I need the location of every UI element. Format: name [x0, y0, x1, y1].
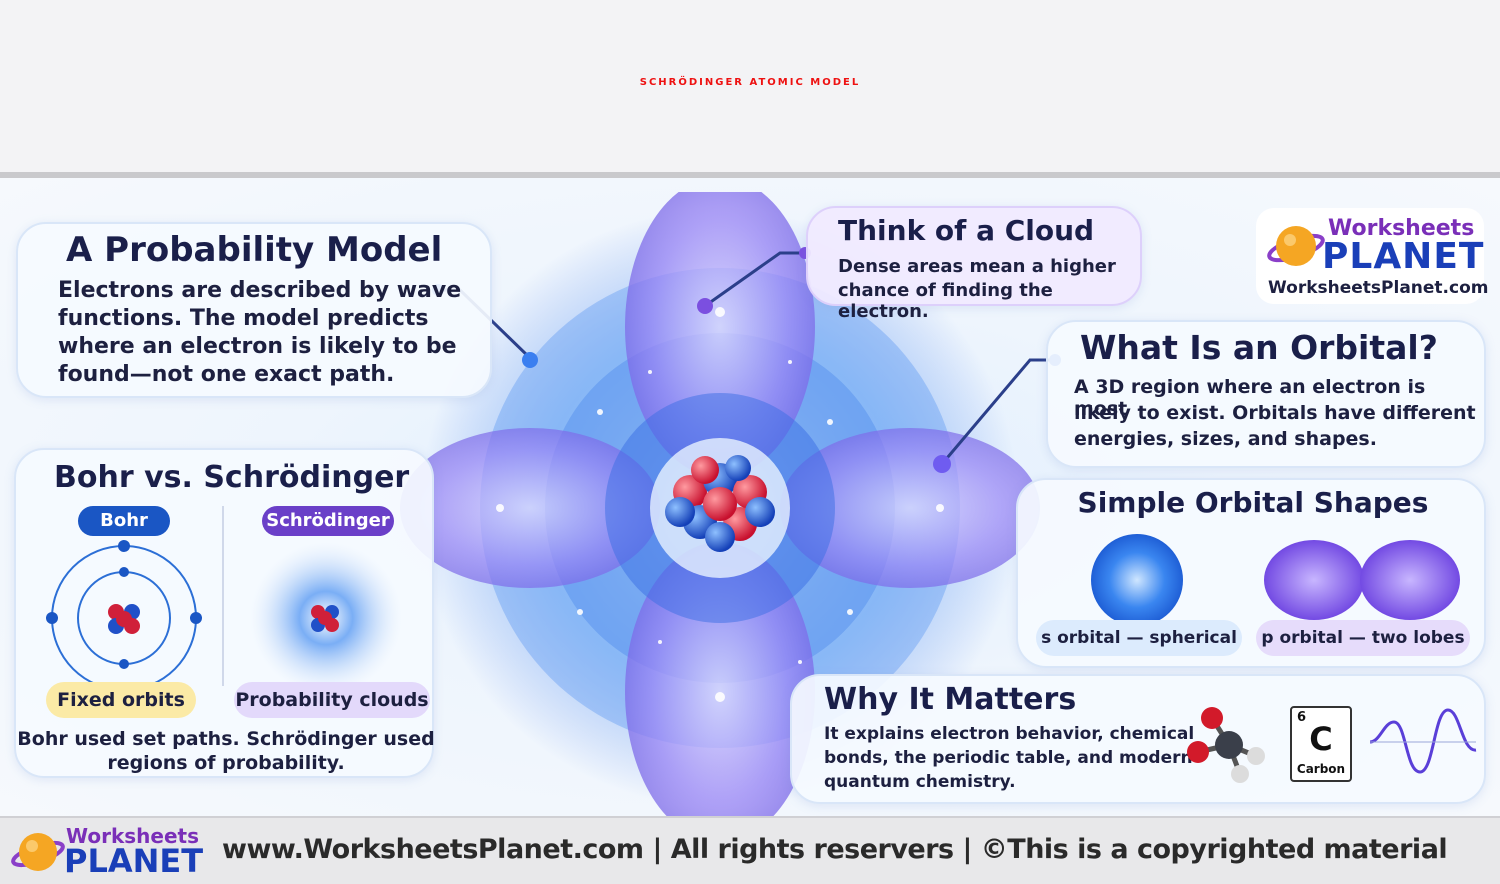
carbon-atomic-number: 6 [1297, 710, 1307, 725]
why-matters-title: Why It Matters [824, 682, 1077, 717]
nucleus-icon [665, 455, 775, 552]
orbital-line-3: energies, sizes, and shapes. [1074, 428, 1377, 450]
bohr-vs-card: Bohr vs. Schrödinger Bohr Schrödinger [14, 448, 435, 778]
footer: Worksheets PLANET www.WorksheetsPlanet.c… [0, 816, 1500, 884]
probability-model-title: A Probability Model [66, 230, 443, 270]
bohr-orbit-icon [46, 540, 202, 696]
atom-illustration [400, 192, 1040, 816]
brand-word-1: Worksheets [1328, 216, 1475, 241]
s-orbital-label: s orbital — spherical [1036, 620, 1242, 656]
footer-logo: Worksheets PLANET [10, 822, 210, 882]
orbital-line-1: A 3D region where an electron is most [1074, 376, 1426, 420]
bohr-label: Bohr [78, 506, 170, 536]
planet-icon [1267, 226, 1325, 266]
title-bar: SCHRÖDINGER ATOMIC MODEL [0, 0, 1500, 172]
cloud-card: Think of a Cloud Dense areas mean a high… [806, 206, 1142, 322]
probability-model-line-2: functions. The model predicts [58, 306, 429, 331]
why-matters-card: Why It Matters It explains electron beha… [790, 674, 1486, 804]
carbon-element-tile: 6 C Carbon [1290, 706, 1352, 782]
orbital-shapes-title: Simple Orbital Shapes [1077, 486, 1429, 519]
p-orbital-label: p orbital — two lobes [1256, 620, 1470, 656]
brand-url: WorksheetsPlanet.com [1268, 278, 1489, 298]
orbital-shapes-card: Simple Orbital Shapes s orbital — sp [1016, 478, 1486, 668]
probability-clouds-label: Probability clouds [234, 682, 430, 718]
carbon-name: Carbon [1296, 762, 1346, 776]
footer-planet-icon [11, 833, 65, 871]
orbital-line-2: likely to exist. Orbitals have different [1074, 402, 1476, 424]
probability-model-line-4: found—not one exact path. [58, 362, 395, 387]
footer-brand-word-2: PLANET [64, 842, 204, 880]
probability-model-card: A Probability Model Electrons are descri… [16, 222, 492, 398]
brand-logo: Worksheets PLANET WorksheetsPlanet.com [1256, 208, 1489, 304]
bohr-vs-title: Bohr vs. Schrödinger [54, 460, 410, 495]
why-matters-line-2: bonds, the periodic table, and modern [824, 748, 1193, 768]
why-matters-line-1: It explains electron behavior, chemical [824, 724, 1195, 744]
probability-model-line-3: where an electron is likely to be [58, 334, 457, 359]
brand-word-2: PLANET [1322, 236, 1485, 277]
schrodinger-label: Schrödinger [262, 506, 394, 536]
molecule-icon [1187, 707, 1265, 783]
wave-icon [1369, 708, 1477, 774]
page-title: SCHRÖDINGER ATOMIC MODEL [639, 77, 861, 88]
bohr-divider [222, 506, 224, 686]
probability-model-line-1: Electrons are described by wave [58, 278, 462, 303]
bohr-caption-line-2: regions of probability. [107, 752, 345, 774]
why-matters-line-3: quantum chemistry. [824, 772, 1016, 792]
fixed-orbits-label: Fixed orbits [46, 682, 196, 718]
footer-copyright: www.WorksheetsPlanet.com | All rights re… [222, 834, 1448, 865]
cloud-line-1: Dense areas mean a higher [838, 256, 1116, 277]
footer-brand-word-1: Worksheets [66, 824, 199, 848]
orbital-card: What Is an Orbital? A 3D region where an… [1046, 320, 1486, 468]
s-orbital-icon [1091, 534, 1183, 626]
orbital-title: What Is an Orbital? [1080, 328, 1438, 367]
infographic-canvas: A Probability Model Electrons are descri… [0, 172, 1500, 816]
bohr-caption-line-1: Bohr used set paths. Schrödinger used [17, 728, 435, 750]
p-orbital-icon [1264, 540, 1460, 620]
schrodinger-cloud-icon [250, 542, 402, 694]
cloud-title: Think of a Cloud [838, 214, 1095, 247]
carbon-symbol: C [1309, 720, 1333, 758]
cloud-line-2: chance of finding the electron. [838, 280, 1053, 322]
